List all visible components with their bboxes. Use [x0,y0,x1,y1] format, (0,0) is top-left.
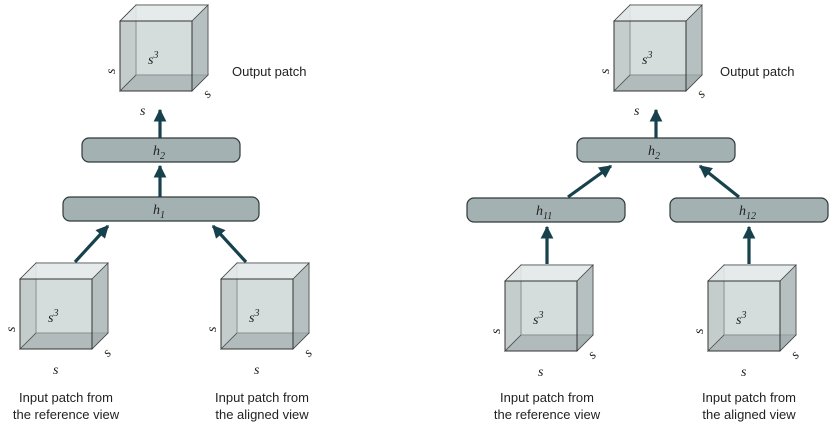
right-input-cube-reference: s3 s s s [489,264,600,380]
arrow-ref-to-h1 [73,224,110,264]
right-input-caption-aligned-line2: the aligned view [702,407,796,422]
left-output-caption: Output patch [232,64,306,79]
left-input-caption-ref-line1: Input patch from [19,390,113,405]
left-output-cube: s3 s s s [104,4,215,119]
layer-label: h2 [153,144,165,162]
right-input-caption-ref-line1: Input patch from [500,390,594,405]
cube-side-label: s [4,326,19,332]
arrow-h12-to-h2 [698,164,740,199]
layer-label: h11 [536,204,552,222]
right-output-cube: s3 s s s [598,4,709,119]
layer-label: h1 [153,203,165,221]
right-input-cube-aligned: s3 s s s [692,264,803,380]
cube-volume-label: s3 [48,308,58,326]
cube-volume-label: s3 [249,308,259,326]
cube-side-label: s [104,68,119,74]
layer-label: h2 [648,144,660,162]
cube-bottom-label: s [634,104,640,119]
right-layer-h2: h2 [576,137,736,163]
left-panel: s3 s s s Output patch h2 h1 s3 s s [4,4,316,422]
cube-depth-label: s [694,87,709,102]
cube-volume-label: s3 [642,50,652,68]
left-layer-h1: h1 [62,196,260,222]
arrow-h11-to-h2 [567,164,613,199]
cube-side-label: s [692,328,707,334]
cube-side-label: s [598,68,613,74]
cube-side-label: s [489,328,504,334]
cube-volume-label: s3 [148,50,158,68]
left-input-cube-aligned: s3 s s s [205,262,316,378]
left-input-cube-reference: s3 s s s [4,262,115,378]
right-panel: s3 s s s Output patch h2 h11 h12 [466,4,829,422]
cube-bottom-label: s [538,365,544,380]
cube-bottom-label: s [254,363,260,378]
cube-volume-label: s3 [736,310,746,328]
right-input-caption-ref-line2: the reference view [494,407,601,422]
arrow-aligned-to-h1 [211,224,248,264]
cube-depth-label: s [301,346,316,361]
layer-label: h12 [739,204,756,222]
left-input-caption-aligned-line2: the aligned view [215,407,309,422]
cube-depth-label: s [788,348,803,363]
right-layer-h12: h12 [669,197,829,223]
cube-volume-label: s3 [533,310,543,328]
left-input-caption-aligned-line1: Input patch from [215,390,309,405]
right-output-caption: Output patch [720,64,794,79]
left-input-caption-ref-line2: the reference view [13,407,120,422]
cube-bottom-label: s [140,104,146,119]
right-layer-h11: h11 [466,197,626,223]
cube-bottom-label: s [53,363,59,378]
cube-depth-label: s [100,346,115,361]
cube-depth-label: s [200,87,215,102]
cube-bottom-label: s [741,365,747,380]
cube-depth-label: s [585,348,600,363]
cube-side-label: s [205,326,220,332]
left-layer-h2: h2 [81,137,241,163]
right-input-caption-aligned-line1: Input patch from [702,390,796,405]
